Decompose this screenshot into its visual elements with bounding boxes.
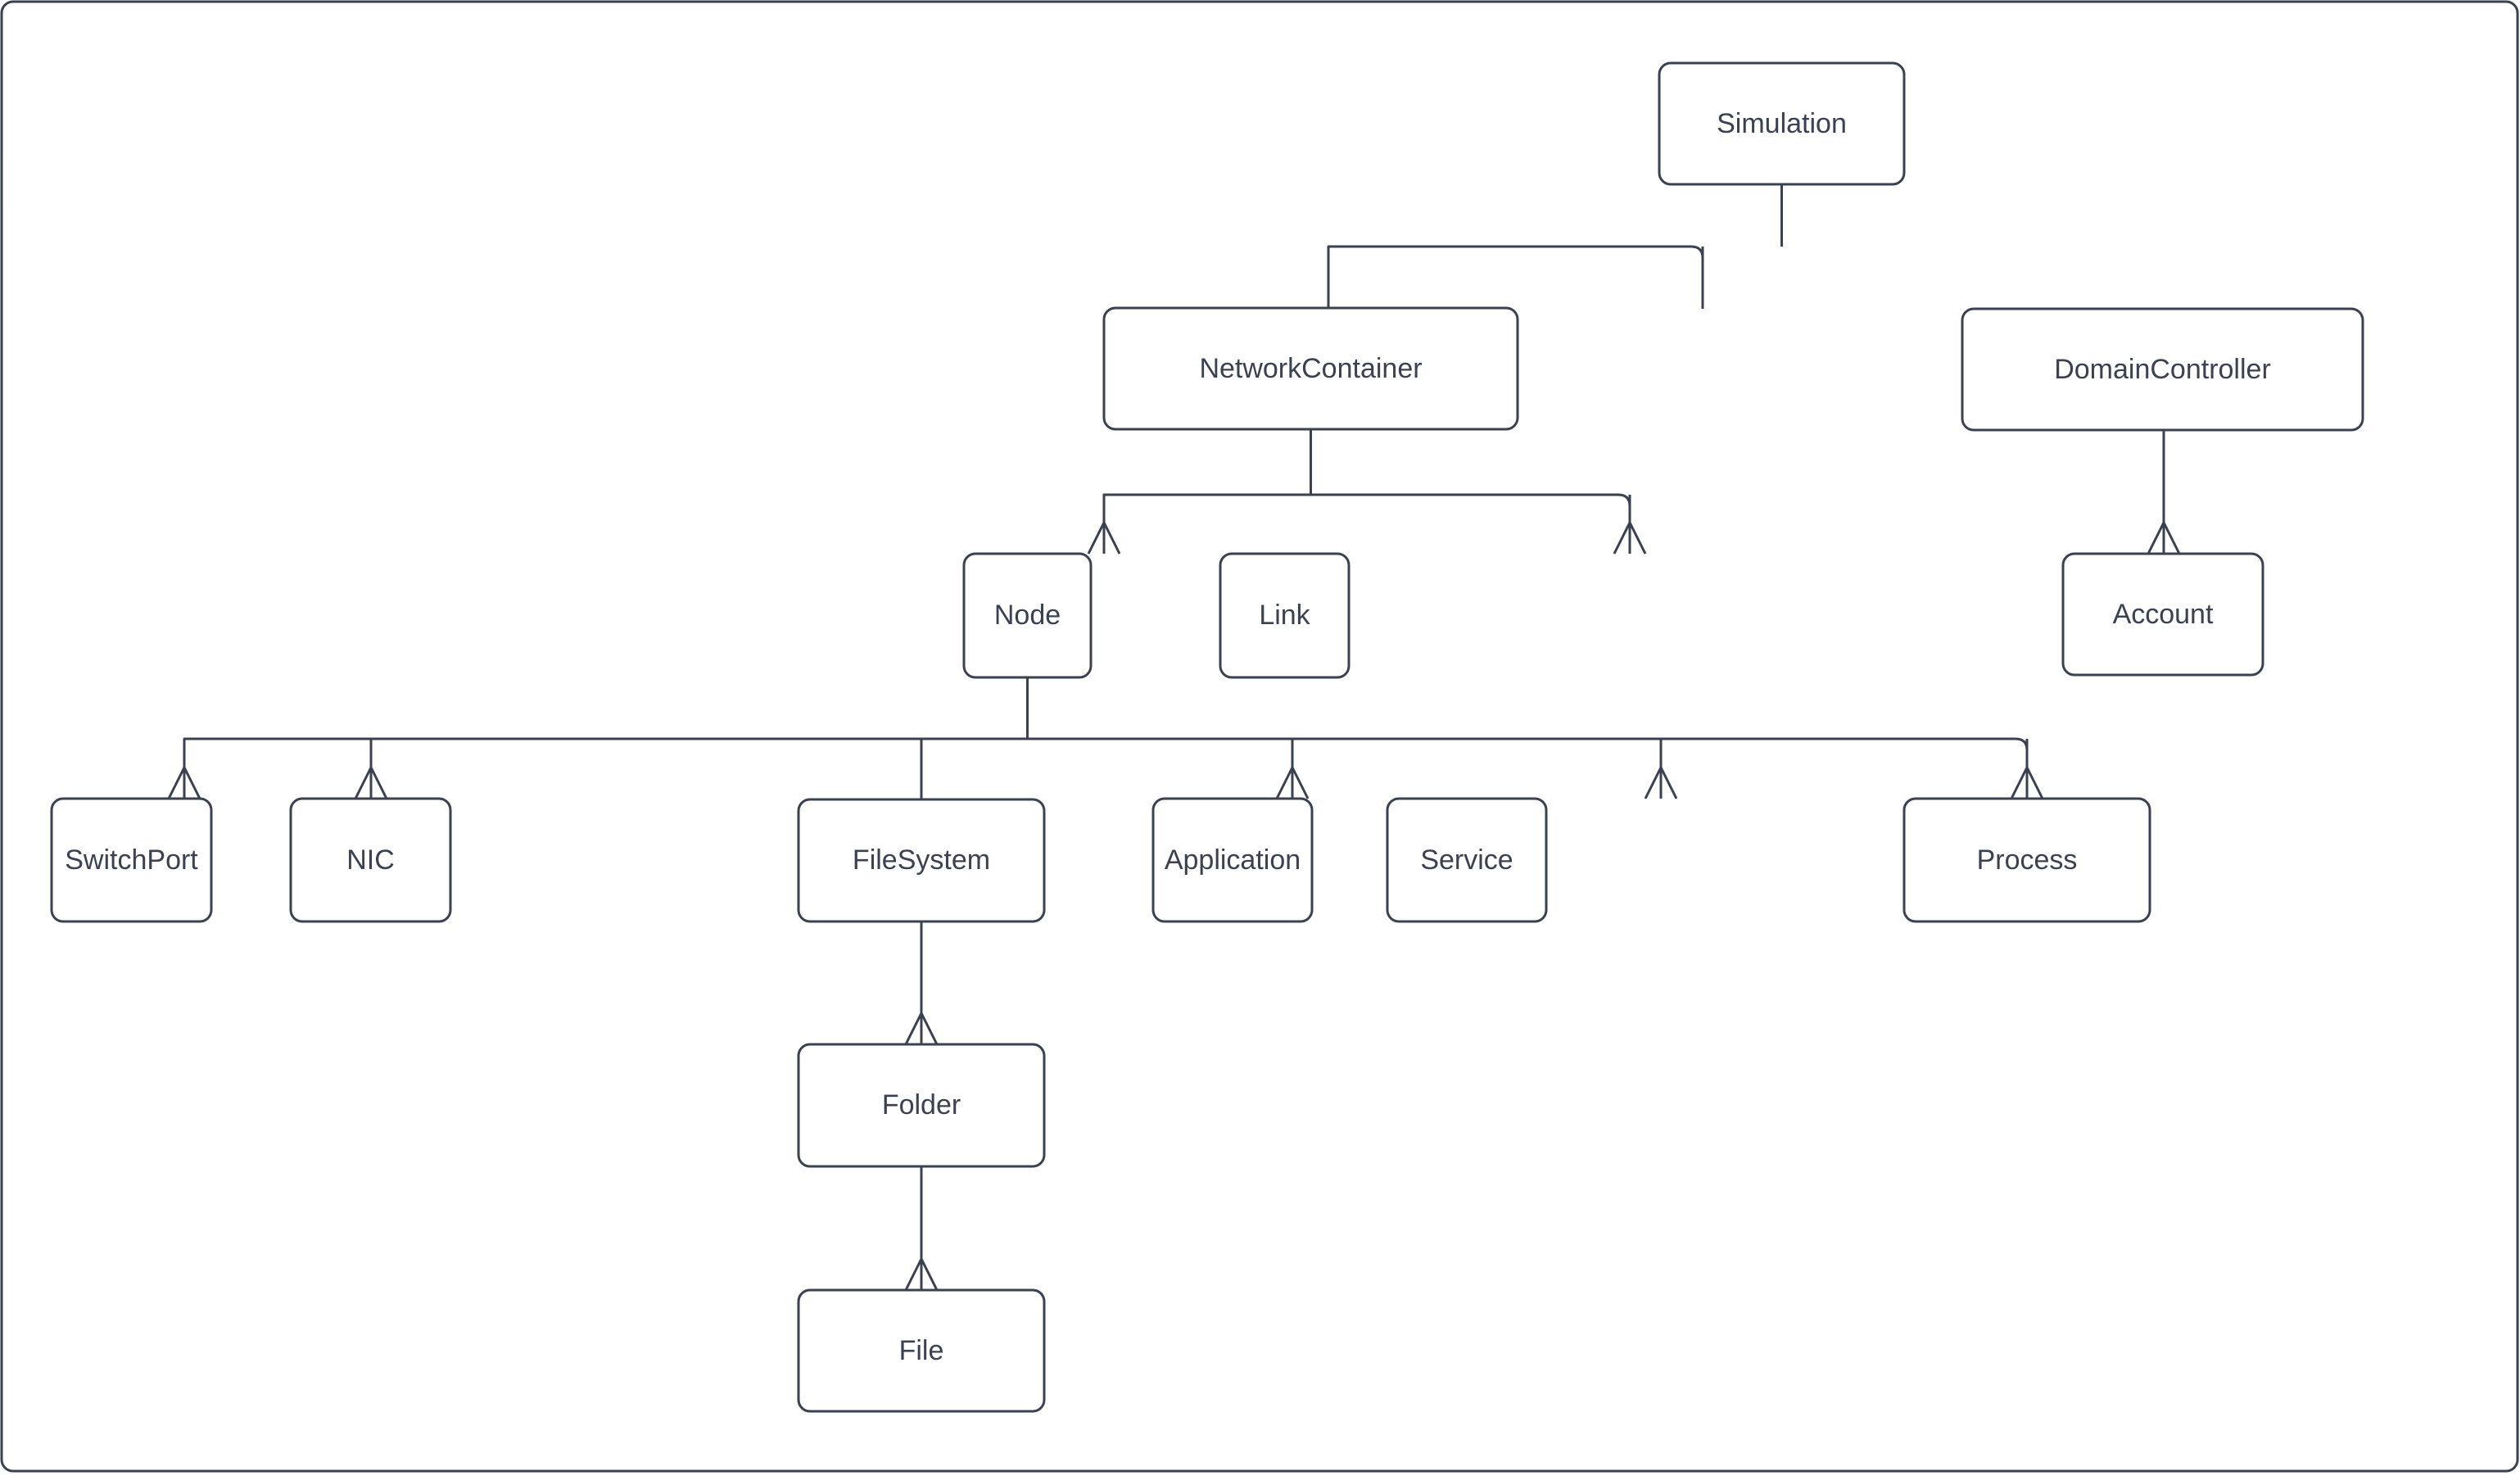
class-box-rect[interactable] — [1961, 307, 2364, 432]
class-box-link[interactable]: Link — [1219, 552, 1350, 679]
class-label-nic: NIC — [346, 844, 395, 876]
class-label-simulation: Simulation — [1717, 108, 1847, 139]
class-box-filesystem[interactable]: FileSystem — [797, 798, 1046, 923]
class-box-domaincontroller[interactable]: DomainController — [1961, 307, 2364, 432]
class-label-domaincontroller: DomainController — [2054, 354, 2271, 385]
class-label-folder: Folder — [882, 1089, 961, 1121]
class-box-rect[interactable] — [797, 1043, 1046, 1168]
arrowhead-application — [1275, 764, 1310, 799]
class-box-application[interactable]: Application — [1151, 797, 1314, 923]
arrowhead-switchport — [167, 764, 201, 799]
class-box-rect[interactable] — [2061, 552, 2264, 677]
class-box-rect[interactable] — [1219, 552, 1350, 679]
class-box-rect[interactable] — [1658, 61, 1906, 186]
arrowhead-node — [1087, 519, 1121, 555]
class-label-process: Process — [1977, 844, 2078, 876]
class-box-rect[interactable] — [962, 552, 1093, 679]
class-label-networkcontainer: NetworkContainer — [1199, 353, 1422, 384]
class-box-service[interactable]: Service — [1386, 797, 1548, 923]
class-box-networkcontainer[interactable]: NetworkContainer — [1102, 306, 1519, 431]
class-box-process[interactable]: Process — [1902, 797, 2151, 923]
arrowhead-account — [2147, 519, 2181, 555]
class-box-rect[interactable] — [1902, 797, 2151, 923]
arrowhead-link — [1613, 519, 1647, 555]
class-box-rect[interactable] — [797, 798, 1046, 923]
arrowhead-folder — [904, 1010, 939, 1045]
arrowhead-process — [2010, 764, 2044, 799]
class-label-application: Application — [1165, 844, 1301, 876]
class-box-rect[interactable] — [50, 797, 213, 923]
class-box-nic[interactable]: NIC — [289, 797, 452, 923]
class-box-simulation[interactable]: Simulation — [1658, 61, 1906, 186]
class-box-folder[interactable]: Folder — [797, 1043, 1046, 1168]
class-label-node: Node — [994, 600, 1061, 631]
class-box-switchport[interactable]: SwitchPort — [50, 797, 213, 923]
class-box-rect[interactable] — [797, 1288, 1046, 1413]
arrowhead-nic — [354, 764, 388, 799]
class-label-filesystem: FileSystem — [853, 844, 990, 876]
node-layer: Simulation NetworkContainer DomainContro… — [50, 61, 2364, 1413]
arrowhead-file — [904, 1256, 939, 1291]
class-label-file: File — [899, 1335, 944, 1366]
class-box-rect[interactable] — [289, 797, 452, 923]
arrowhead-service — [1644, 764, 1678, 799]
class-box-rect[interactable] — [1386, 797, 1548, 923]
class-label-service: Service — [1420, 844, 1513, 876]
class-label-switchport: SwitchPort — [65, 844, 198, 876]
class-box-rect[interactable] — [1102, 306, 1519, 431]
class-box-rect[interactable] — [1151, 797, 1314, 923]
class-box-file[interactable]: File — [797, 1288, 1046, 1413]
class-box-node[interactable]: Node — [962, 552, 1093, 679]
class-label-account: Account — [2113, 599, 2214, 630]
class-label-link: Link — [1259, 600, 1310, 631]
edge-layer — [167, 184, 2181, 1291]
class-box-account[interactable]: Account — [2061, 552, 2264, 677]
